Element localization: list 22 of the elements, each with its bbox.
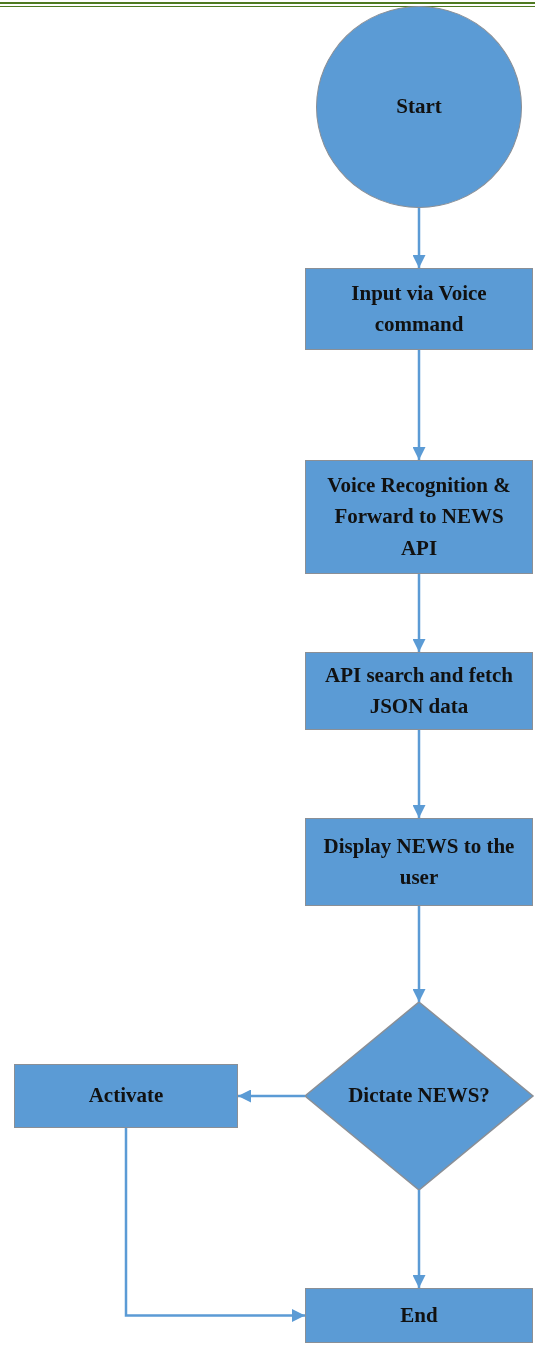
process-box <box>305 1288 533 1343</box>
process-box <box>305 460 533 574</box>
node-label: Activate <box>88 1082 164 1110</box>
arrow <box>412 350 426 460</box>
node-label: Voice Recognition & Forward to NEWS API <box>326 471 512 562</box>
arrow <box>412 1190 426 1288</box>
process-box <box>305 268 533 350</box>
arrow <box>412 208 426 268</box>
process-box <box>305 652 533 730</box>
node-label: Input via Voice command <box>350 279 488 338</box>
arrow <box>412 906 426 1002</box>
node-label: End <box>400 1301 438 1329</box>
node-label: API search and fetch JSON data <box>324 661 514 720</box>
node-label: Start <box>396 93 442 121</box>
process-box <box>305 818 533 906</box>
node-label: Dictate NEWS? <box>348 1082 490 1110</box>
process-box <box>14 1064 238 1128</box>
arrow <box>124 1128 305 1322</box>
node-label: Display NEWS to the user <box>322 832 516 891</box>
arrow <box>238 1089 305 1103</box>
arrow <box>412 730 426 818</box>
arrow <box>412 574 426 652</box>
